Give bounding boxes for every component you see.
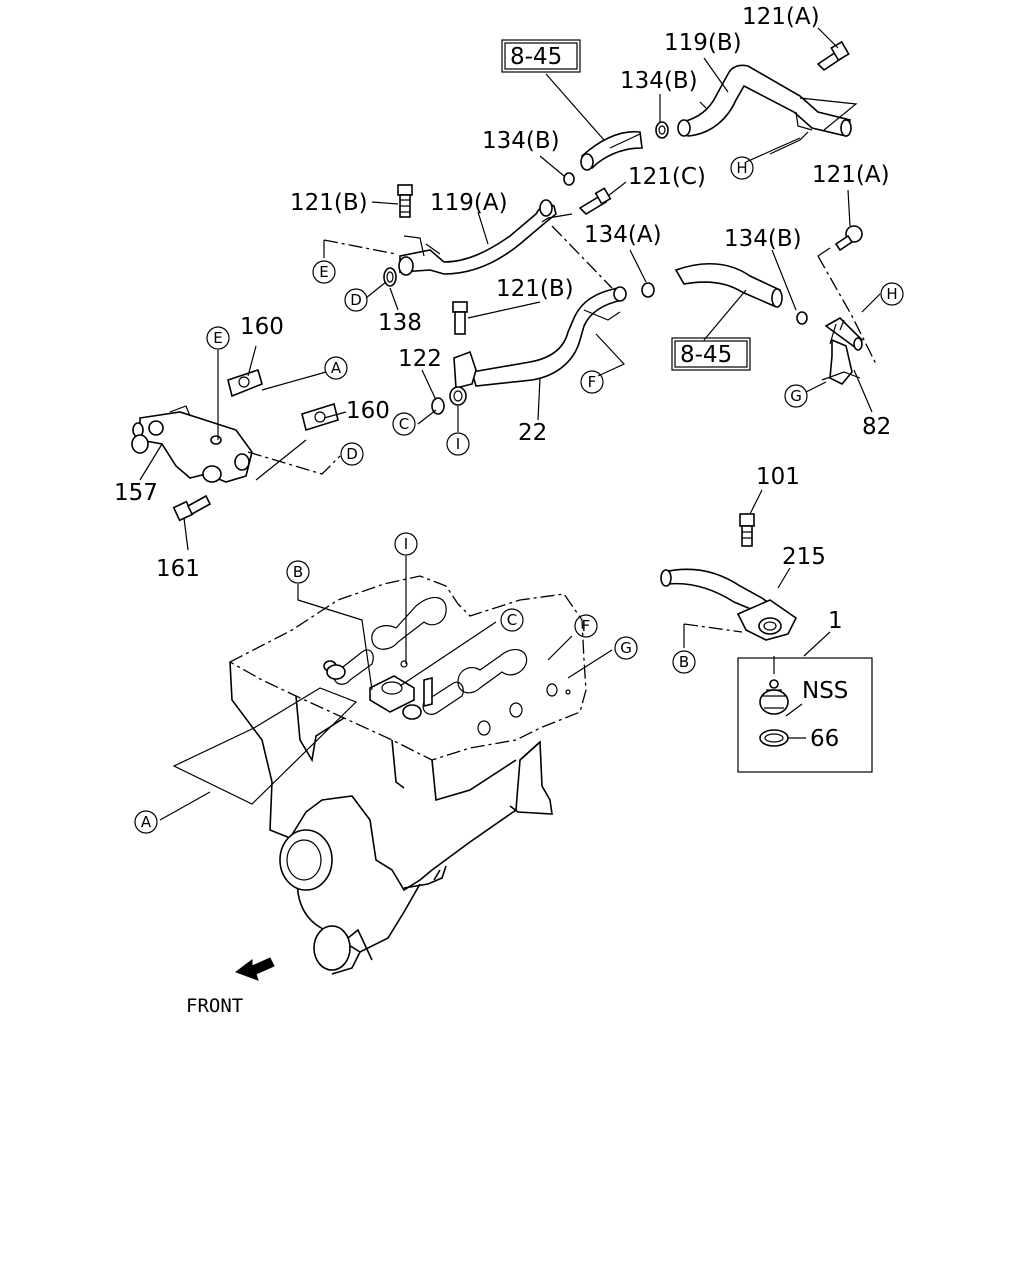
callout-215: 215	[782, 544, 826, 570]
gasket-160-top	[227, 368, 263, 398]
svg-text:A: A	[141, 813, 152, 831]
svg-text:I: I	[456, 435, 460, 453]
svg-text:G: G	[790, 387, 802, 405]
leader-lines	[139, 27, 881, 821]
marker-h-right: H	[880, 282, 904, 306]
callout-121b-left: 121(B)	[290, 190, 368, 216]
callout-134a: 134(A)	[584, 222, 662, 248]
pipe-82	[821, 317, 864, 385]
gasket-160-mid	[301, 402, 339, 432]
callout-134b-top: 134(B)	[620, 68, 698, 94]
bracket-157	[131, 405, 253, 483]
marker-f-pipe: F	[580, 370, 604, 394]
svg-text:C: C	[399, 415, 409, 433]
marker-a-engine: A	[134, 810, 158, 834]
marker-b-engine: B	[286, 560, 310, 584]
svg-text:E: E	[319, 263, 328, 281]
marker-c-engine: C	[500, 608, 524, 632]
marker-h-top: H	[730, 156, 754, 180]
callout-22: 22	[518, 420, 547, 446]
callout-119a: 119(A)	[430, 190, 508, 216]
thermostat-nss	[759, 679, 789, 715]
svg-text:F: F	[582, 617, 591, 635]
bolt-121c	[578, 187, 612, 216]
callout-121a-top: 121(A)	[742, 4, 820, 30]
callout-160-top: 160	[240, 314, 284, 340]
engine-block	[172, 575, 587, 975]
svg-text:C: C	[507, 611, 517, 629]
marker-g-right: G	[784, 384, 808, 408]
callout-121b-mid: 121(B)	[496, 276, 574, 302]
svg-text:B: B	[679, 653, 689, 671]
svg-text:A: A	[331, 359, 342, 377]
callout-121c: 121(C)	[628, 164, 706, 190]
ref-8-45-mid: 8-45	[680, 342, 732, 368]
callout-138: 138	[378, 310, 422, 336]
callout-nss: NSS	[802, 678, 848, 704]
ref-box-mid: 8-45	[671, 337, 751, 371]
kit-box-1	[737, 657, 873, 773]
callout-157: 157	[114, 480, 158, 506]
bolt-121b-left	[397, 184, 413, 218]
marker-circles: H E D H E A F G C I D I B C F G B A	[134, 156, 904, 834]
svg-text:G: G	[620, 639, 632, 657]
svg-text:H: H	[736, 159, 747, 177]
marker-f-engine: F	[574, 614, 598, 638]
callout-101: 101	[756, 464, 800, 490]
callout-134b-mid: 134(B)	[482, 128, 560, 154]
svg-text:D: D	[346, 445, 358, 463]
gasket-138	[383, 267, 397, 287]
clamp-134b-right	[796, 311, 808, 325]
marker-i-pipe: I	[446, 432, 470, 456]
callout-161: 161	[156, 556, 200, 582]
svg-text:B: B	[293, 563, 303, 581]
gasket-66	[759, 729, 789, 747]
marker-e-bracket: E	[206, 326, 230, 350]
front-arrow-icon	[234, 957, 275, 981]
gasket-122	[431, 397, 445, 415]
pipe-119b	[677, 64, 858, 155]
svg-text:F: F	[588, 373, 597, 391]
bolt-121a-top	[816, 40, 850, 72]
connector-22-end	[449, 350, 477, 406]
marker-g-engine: G	[614, 636, 638, 660]
marker-i-engine: I	[394, 532, 418, 556]
svg-text:E: E	[213, 329, 222, 347]
bolt-101	[739, 513, 755, 547]
hose-8-45-mid	[674, 262, 783, 308]
svg-text:D: D	[350, 291, 362, 309]
callout-122: 122	[398, 346, 442, 372]
callout-134b-right: 134(B)	[724, 226, 802, 252]
ref-box-top: 8-45	[501, 39, 581, 73]
marker-a-bracket: A	[324, 356, 348, 380]
marker-d-left: D	[344, 288, 368, 312]
bolt-161	[172, 494, 212, 522]
housing-215	[660, 568, 798, 641]
callout-119b: 119(B)	[664, 30, 742, 56]
svg-text:I: I	[404, 535, 408, 553]
ref-8-45-top: 8-45	[510, 44, 562, 70]
marker-b-housing: B	[672, 650, 696, 674]
bolt-121b-mid	[452, 301, 468, 335]
callout-82: 82	[862, 414, 891, 440]
marker-c-pipe: C	[392, 412, 416, 436]
hose-8-45-top	[580, 130, 643, 171]
callout-1: 1	[828, 608, 843, 634]
front-label: FRONT	[186, 995, 243, 1017]
callout-66: 66	[810, 726, 839, 752]
pipe-119a	[398, 199, 573, 276]
marker-e-left: E	[312, 260, 336, 284]
bolt-121a-right	[834, 225, 863, 252]
callout-160-mid: 160	[346, 398, 390, 424]
callout-121a-right: 121(A)	[812, 162, 890, 188]
svg-text:H: H	[886, 285, 897, 303]
pipe-22	[470, 286, 627, 387]
clamp-134a	[641, 282, 655, 298]
marker-d-bracket: D	[340, 442, 364, 466]
clamp-134b-top	[655, 121, 669, 139]
clamp-134b-mid	[563, 172, 575, 186]
callout-labels: 121(A) 119(B) 134(B) 134(B) 121(C) 121(A…	[114, 4, 891, 752]
